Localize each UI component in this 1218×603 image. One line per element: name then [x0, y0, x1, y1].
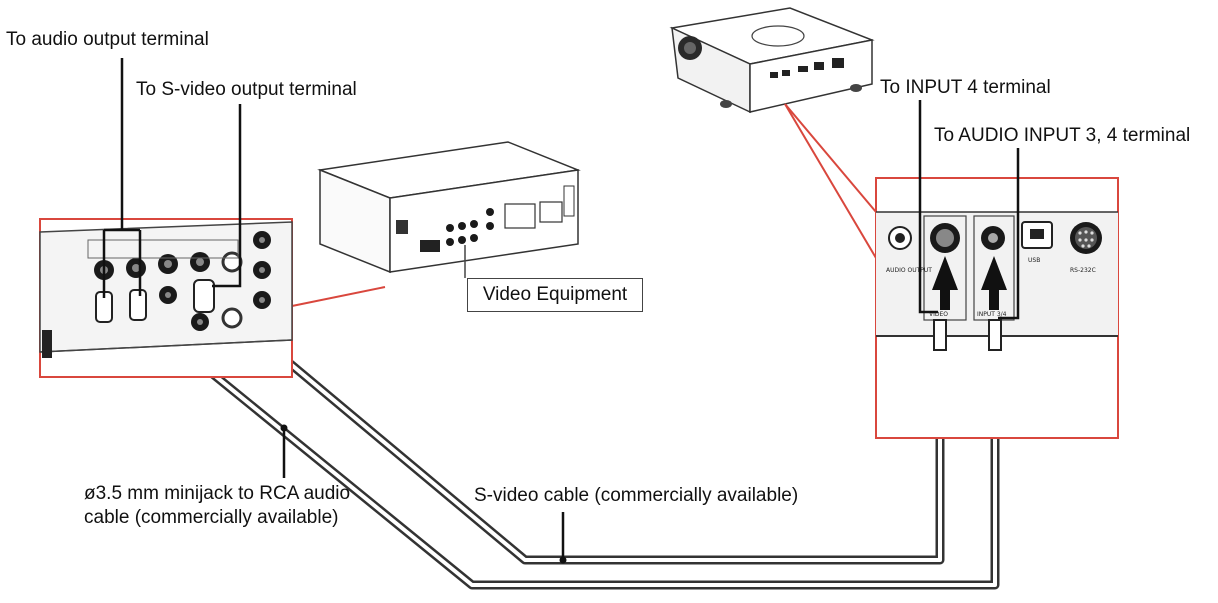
panel-usb-label: USB	[1028, 257, 1040, 264]
projector-callout-lines	[784, 103, 877, 259]
label-audio-output-terminal: To audio output terminal	[6, 29, 209, 50]
video-equipment-device	[317, 141, 581, 278]
rca-connector-icon	[95, 289, 147, 323]
left-leader-lines	[102, 58, 242, 298]
arrow-up-icon	[932, 256, 1007, 310]
label-input4-terminal: To INPUT 4 terminal	[880, 77, 1051, 98]
rs232c-port-icon	[1070, 222, 1102, 254]
panel-audio-output-label: AUDIO OUTPUT	[886, 267, 932, 274]
projector-input-panel-callout: AUDIO OUTPUT VIDEO INPUT 3/4 USB RS-232C	[875, 177, 1119, 439]
label-minijack-cable: ø3.5 mm minijack to RCA audio cable (com…	[84, 483, 351, 528]
svideo-connector-icon	[193, 279, 215, 313]
cables	[123, 290, 1000, 590]
panel-rs232c-label: RS-232C	[1070, 267, 1096, 274]
label-svideo-output-terminal: To S-video output terminal	[136, 79, 357, 100]
cable-leader-lines	[282, 428, 565, 560]
video-equipment-label: Video Equipment	[482, 284, 628, 305]
panel-video-label: VIDEO	[929, 311, 948, 318]
label-svideo-cable: S-video cable (commercially available)	[474, 485, 799, 506]
label-audio-input-terminal: To AUDIO INPUT 3, 4 terminal	[934, 125, 1191, 146]
panel-input-label: INPUT 3/4	[977, 311, 1007, 318]
right-leader-lines	[918, 100, 1020, 320]
projector-device	[669, 7, 875, 114]
video-equipment-label-box: Video Equipment	[467, 278, 643, 312]
usb-port-icon	[1021, 221, 1053, 249]
